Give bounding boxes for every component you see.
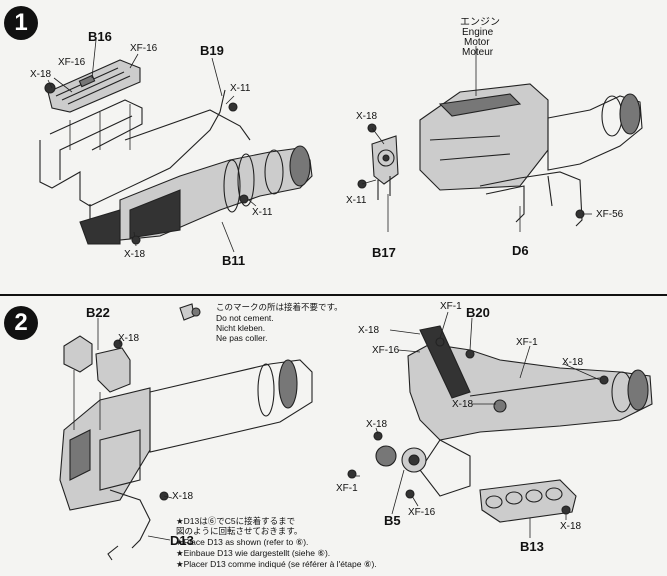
paint-label-xf56: XF-56 xyxy=(596,209,624,220)
paint-label-xf1: XF-1 xyxy=(516,337,538,348)
step2-left-leaders xyxy=(73,318,173,541)
step2-right-leaders xyxy=(356,311,601,538)
part-label-b19: B19 xyxy=(200,43,224,58)
part-label-b13: B13 xyxy=(520,539,544,554)
engine-label-de: Motor xyxy=(464,37,490,48)
paint-label-x18: X-18 xyxy=(172,491,194,502)
part-label-b20: B20 xyxy=(466,305,490,320)
section-divider xyxy=(0,294,667,296)
step1-right-leaders xyxy=(361,46,592,232)
paint-label-xf1: XF-1 xyxy=(440,301,462,312)
instruction-jp-line2: 図のように回転させておきます。 xyxy=(176,526,303,536)
paint-label-x11: X-11 xyxy=(252,207,273,218)
paint-label-x11: X-11 xyxy=(346,195,367,206)
no-cement-mark-icon xyxy=(179,303,201,321)
paint-label-x18: X-18 xyxy=(358,325,380,336)
part-label-b11: B11 xyxy=(222,253,246,268)
legend-text-en: Do not cement. xyxy=(216,313,274,323)
engine-label-fr: Moteur xyxy=(462,47,494,58)
legend-text-de: Nicht kleben. xyxy=(216,323,266,333)
part-label-d13: D13 xyxy=(170,533,194,548)
step2-left-engine xyxy=(59,359,313,511)
paint-label-xf1: XF-1 xyxy=(336,483,358,494)
engine-label-en: Engine xyxy=(462,27,494,38)
step2-right-engine xyxy=(407,343,653,497)
paint-label-x18: X-18 xyxy=(452,399,474,410)
paint-label-xf16: XF-16 xyxy=(130,43,158,54)
instruction-de: ★Einbaue D13 wie dargestellt (siehe ⑥). xyxy=(176,548,331,558)
step-2-badge: 2 xyxy=(4,306,38,340)
paint-label-x18: X-18 xyxy=(124,249,146,260)
part-label-d6: D6 xyxy=(512,243,529,258)
step2-b13-manifold xyxy=(479,479,577,523)
paint-label-x18: X-18 xyxy=(30,69,52,80)
paint-label-x18: X-18 xyxy=(560,521,582,532)
step1-left-leaders xyxy=(47,39,257,253)
instruction-jp-line1: ★D13は⑥でC5に接着するまで xyxy=(176,516,296,526)
paint-label-x18: X-18 xyxy=(562,357,584,368)
engine-label-jp: エンジン xyxy=(460,17,500,28)
part-label-b5: B5 xyxy=(384,513,401,528)
step2-b5-pulley xyxy=(347,431,427,499)
legend-text-jp: このマークの所は接着不要です。 xyxy=(216,302,343,312)
step1-b11-exhaust xyxy=(79,145,313,245)
paint-label-x18: X-18 xyxy=(356,111,378,122)
paint-label-xf16: XF-16 xyxy=(408,507,436,518)
step2-b22-part xyxy=(63,335,169,501)
step1-b16-part xyxy=(44,59,141,113)
part-label-b17: B17 xyxy=(372,245,396,260)
step1-engine-block xyxy=(419,83,643,191)
legend-text-fr: Ne pas coller. xyxy=(216,333,268,343)
paint-label-x18: X-18 xyxy=(366,419,388,430)
instruction-fr: ★Placer D13 comme indiqué (se référer à … xyxy=(176,559,377,569)
instruction-en: ★Place D13 as shown (refer to ⑥). xyxy=(176,537,309,547)
paint-label-x18: X-18 xyxy=(118,333,140,344)
part-label-b22: B22 xyxy=(86,305,110,320)
step2-d13-pipe xyxy=(107,489,151,561)
paint-label-x11: X-11 xyxy=(230,83,251,94)
paint-label-xf16: XF-16 xyxy=(372,345,400,356)
part-label-b16: B16 xyxy=(88,29,112,44)
paint-label-xf16: XF-16 xyxy=(58,57,86,68)
step-1-badge: 1 xyxy=(4,6,38,40)
step2-b20-shaft xyxy=(419,325,609,413)
